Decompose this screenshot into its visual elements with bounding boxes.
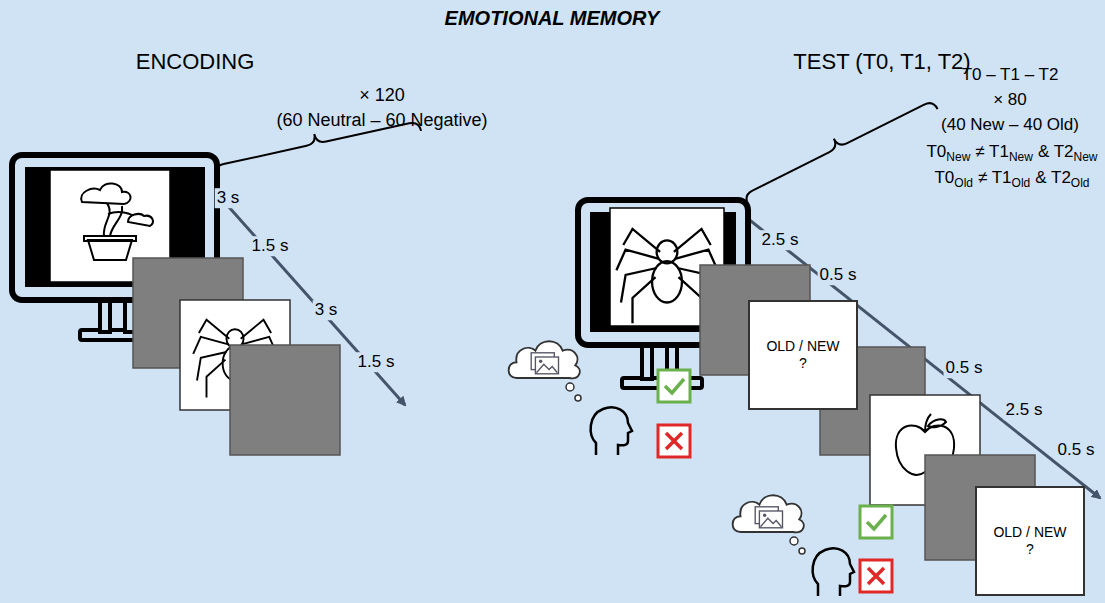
condition-line: T0New≠ T1New& T2New <box>926 142 1097 162</box>
trial-count: × 80 <box>993 90 1027 110</box>
condition-term: & T2 <box>1038 142 1074 162</box>
timing-label: 0.5 s <box>944 358 985 378</box>
timing-label: 3 s <box>313 300 340 320</box>
response-screen: OLD / NEW ? <box>975 486 1085 596</box>
response-prompt: OLD / NEW ? <box>993 524 1067 559</box>
diagram-title: EMOTIONAL MEMORY <box>445 7 660 30</box>
condition-term: ≠ T1 <box>978 168 1012 188</box>
timing-label: 0.5 s <box>818 265 859 285</box>
timing-label: 1.5 s <box>250 236 291 256</box>
subscript: New <box>946 150 970 164</box>
subscript: New <box>1074 150 1098 164</box>
section-heading: TEST (T0, T1, T2) <box>793 49 970 74</box>
trial-count: × 120 <box>359 85 405 106</box>
timing-label: 2.5 s <box>1004 400 1045 420</box>
condition-term: ≠ T1 <box>975 142 1009 162</box>
trial-split: (40 New – 40 Old) <box>941 115 1079 135</box>
subscript: Old <box>954 176 973 190</box>
section-heading: ENCODING <box>136 49 255 74</box>
timing-label: 3 s <box>215 188 242 208</box>
session-list: T0 – T1 – T2 <box>962 65 1059 85</box>
condition-term: & T2 <box>1035 168 1071 188</box>
condition-term: T0 <box>926 142 946 162</box>
trial-split: (60 Neutral – 60 Negative) <box>276 110 487 131</box>
subscript: Old <box>1071 176 1090 190</box>
response-screen: OLD / NEW ? <box>748 300 858 410</box>
timing-label: 2.5 s <box>760 230 801 250</box>
condition-line: T0Old≠ T1Old& T2Old <box>934 168 1089 188</box>
subscript: New <box>1009 150 1033 164</box>
subscript: Old <box>1012 176 1031 190</box>
response-prompt: OLD / NEW ? <box>766 338 840 373</box>
timing-label: 1.5 s <box>356 352 397 372</box>
timing-label: 0.5 s <box>1056 440 1097 460</box>
condition-term: T0 <box>934 168 954 188</box>
